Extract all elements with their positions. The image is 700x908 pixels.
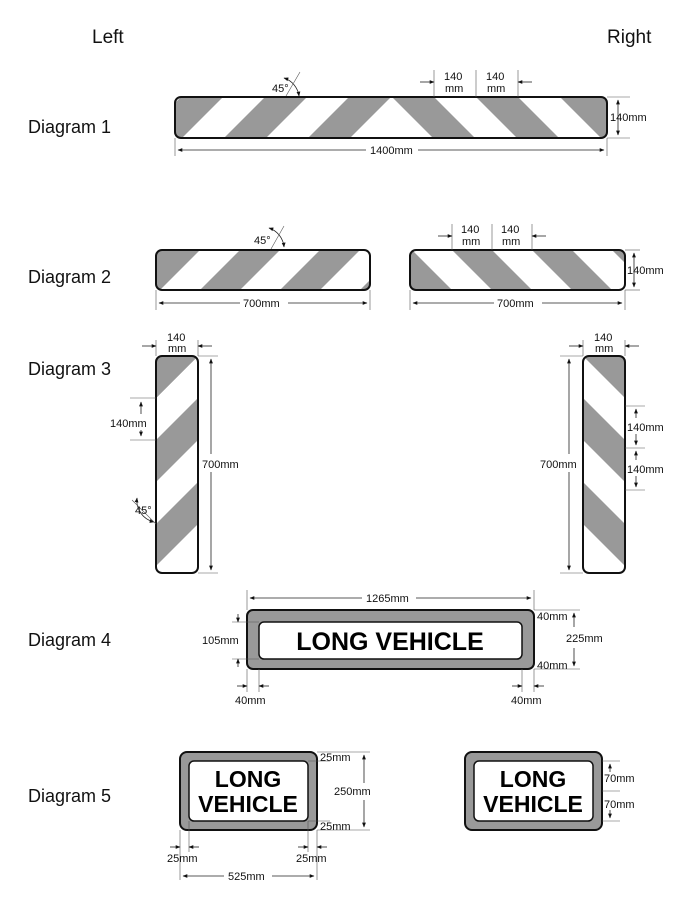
- height-700mm-label: 700mm: [202, 459, 239, 471]
- height-140mm-label: 140mm: [610, 112, 647, 124]
- width-1265mm-label: 1265mm: [366, 593, 409, 605]
- height-225mm-label: 225mm: [566, 633, 603, 645]
- diagram-5-right-dimensions: 70mm 70mm: [602, 760, 635, 822]
- stripe-mm-label: mm: [462, 236, 480, 248]
- diagram-1-width-dimension: 1400mm: [174, 138, 608, 157]
- stripe-mm-label: mm: [487, 83, 505, 95]
- diagram-3-left-board: [155, 355, 199, 574]
- stripe-140mm-label: 140mm: [627, 464, 664, 476]
- diagram-2-right-height-dimension: 140mm: [625, 249, 664, 291]
- stripe-140mm-label: 140mm: [627, 422, 664, 434]
- stripe-140-label: 140: [461, 224, 479, 236]
- diagram-2-right-board: [409, 249, 626, 291]
- margin-25mm-label: 25mm: [296, 853, 327, 865]
- height-700mm-label: 700mm: [540, 459, 577, 471]
- height-105mm-label: 105mm: [202, 635, 239, 647]
- diagram-2-right-stripe-dimensions: 140 mm 140 mm: [438, 224, 546, 250]
- diagram-3-left-dimensions: 140 mm 140mm 700mm 45°: [110, 332, 239, 574]
- diagram-1-label: Diagram 1: [28, 117, 111, 137]
- diagram-5-left-dimensions: 250mm 25mm 25mm 25mm 25mm 525mm: [167, 751, 371, 883]
- width-140-label: 140: [167, 332, 185, 344]
- diagram-3-right-board: [582, 355, 626, 574]
- diagram-1-stripe-dimensions: 140 mm 140 mm: [420, 70, 532, 97]
- diagram-2-left-board: [155, 249, 371, 291]
- height-140mm-label: 140mm: [627, 265, 664, 277]
- diagram-1-angle-annotation: 45°: [272, 71, 301, 97]
- diagram-1-height-dimension: 140mm: [607, 96, 647, 139]
- diagram-2-label: Diagram 2: [28, 267, 111, 287]
- stripe-mm-label: mm: [502, 236, 520, 248]
- width-1400mm-label: 1400mm: [370, 145, 413, 157]
- diagram-2-right-width-dimension: 700mm: [409, 290, 626, 310]
- margin-40mm-label: 40mm: [537, 611, 568, 623]
- long-vehicle-text: LONG VEHICLE: [296, 628, 484, 656]
- stripe-mm-label: mm: [445, 83, 463, 95]
- diagram-2-left-angle-annotation: 45°: [254, 225, 286, 250]
- right-header: Right: [607, 27, 652, 48]
- width-700mm-label: 700mm: [243, 298, 280, 310]
- margin-40mm-label: 40mm: [511, 695, 542, 707]
- stripe-140-label: 140: [444, 71, 462, 83]
- left-header: Left: [92, 27, 124, 48]
- height-250mm-label: 250mm: [334, 786, 371, 798]
- width-mm-label: mm: [595, 343, 613, 355]
- diagram-1-board: [174, 96, 608, 139]
- margin-40mm-label: 40mm: [537, 660, 568, 672]
- stripe-140-label: 140: [501, 224, 519, 236]
- long-text: LONG: [500, 766, 566, 792]
- diagram-3-label: Diagram 3: [28, 359, 111, 379]
- diagram-4-dimensions: 1265mm 105mm 225mm 40mm 40mm 40mm 40mm: [202, 590, 603, 707]
- stripe-140-label: 140: [486, 71, 504, 83]
- vehicle-text: VEHICLE: [483, 791, 583, 817]
- diagram-5-right-sign: LONG VEHICLE: [464, 751, 603, 831]
- diagram-5-label: Diagram 5: [28, 786, 111, 806]
- height-70mm-label: 70mm: [604, 799, 635, 811]
- vehicle-text: VEHICLE: [198, 791, 298, 817]
- margin-25mm-label: 25mm: [167, 853, 198, 865]
- diagram-3-right-dimensions: 140 mm 700mm 140mm 140mm: [540, 332, 664, 574]
- diagram-4-label: Diagram 4: [28, 630, 111, 650]
- stripe-140mm-label: 140mm: [110, 418, 147, 430]
- angle-45-label: 45°: [272, 83, 289, 95]
- margin-40mm-label: 40mm: [235, 695, 266, 707]
- width-mm-label: mm: [168, 343, 186, 355]
- margin-25mm-label: 25mm: [320, 821, 351, 833]
- long-text: LONG: [215, 766, 281, 792]
- angle-45-label: 45°: [135, 505, 152, 517]
- width-525mm-label: 525mm: [228, 871, 265, 883]
- diagram-2-left-width-dimension: 700mm: [155, 290, 371, 310]
- height-70mm-label: 70mm: [604, 773, 635, 785]
- diagram-5-left-sign: LONG VEHICLE: [179, 751, 318, 831]
- angle-45-label: 45°: [254, 235, 271, 247]
- width-140-label: 140: [594, 332, 612, 344]
- diagram-4-sign: LONG VEHICLE: [246, 609, 535, 670]
- margin-25mm-label: 25mm: [320, 752, 351, 764]
- width-700mm-label: 700mm: [497, 298, 534, 310]
